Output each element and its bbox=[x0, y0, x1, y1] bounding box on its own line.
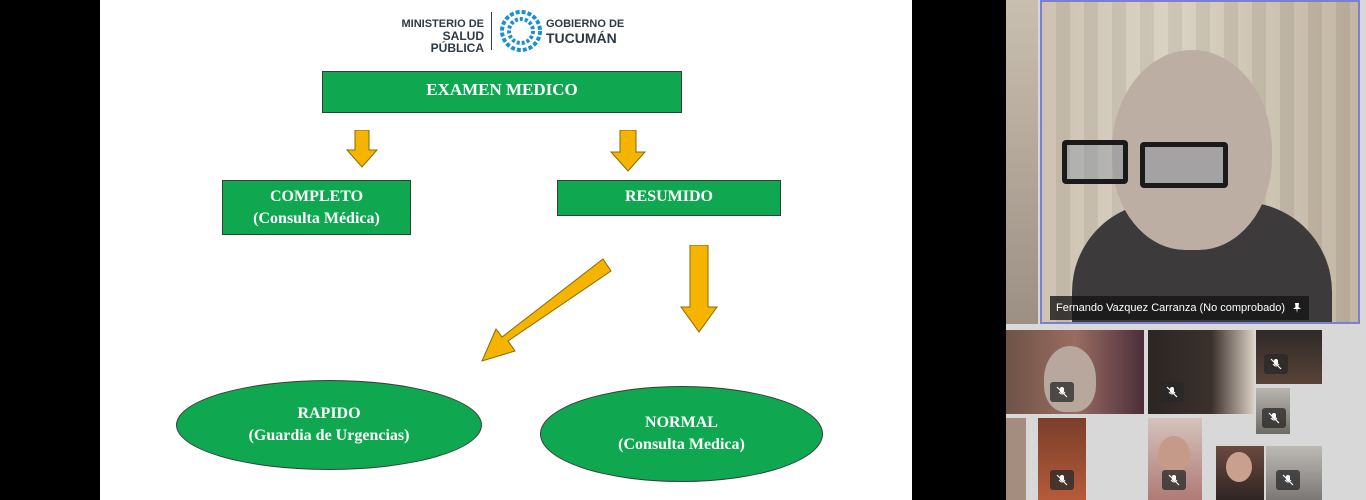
rapido-label: RAPIDO bbox=[297, 405, 361, 422]
mic-off-icon bbox=[1276, 470, 1300, 490]
completo-label: COMPLETO bbox=[269, 188, 364, 205]
logo-ministerio-line2: SALUD PÚBLICA bbox=[430, 29, 484, 55]
participant-video-partial bbox=[1006, 418, 1026, 500]
participant-thumbnail[interactable] bbox=[1038, 418, 1086, 500]
logo-gobierno: GOBIERNO DE TUCUMÁN bbox=[546, 18, 624, 46]
completo-sublabel: (Consulta Médica) bbox=[253, 210, 380, 227]
normal-sublabel: (Consulta Medica) bbox=[618, 436, 745, 453]
glasses-left bbox=[1062, 140, 1128, 184]
mic-off-icon bbox=[1050, 382, 1074, 402]
main-participant-video[interactable]: Fernando Vazquez Carranza (No comprobado… bbox=[1040, 0, 1360, 324]
mic-off-icon bbox=[1050, 470, 1074, 490]
arrow-diagonal-icon bbox=[481, 258, 612, 362]
arrow-down-icon bbox=[346, 130, 378, 168]
arrow-down-icon bbox=[610, 130, 646, 172]
participant-name-label: Fernando Vazquez Carranza (No comprobado… bbox=[1050, 296, 1310, 320]
resumido-box: RESUMIDO bbox=[557, 180, 781, 216]
participant-thumbnail[interactable] bbox=[1006, 330, 1144, 414]
thumbnail-face bbox=[1158, 436, 1190, 474]
participant-thumbnail[interactable] bbox=[1148, 418, 1202, 500]
examen-medico-box: EXAMEN MEDICO bbox=[322, 71, 682, 113]
participant-name: Fernando Vazquez Carranza (No comprobado… bbox=[1056, 302, 1286, 314]
normal-ellipse: NORMAL (Consulta Medica) bbox=[540, 386, 823, 482]
pin-icon[interactable] bbox=[1291, 302, 1303, 314]
logo-divider bbox=[491, 12, 492, 50]
resumido-label: RESUMIDO bbox=[624, 188, 713, 205]
completo-box: COMPLETO (Consulta Médica) bbox=[222, 180, 411, 235]
normal-label: NORMAL bbox=[645, 414, 718, 431]
mic-off-icon bbox=[1264, 354, 1288, 374]
participant-video-partial bbox=[1006, 0, 1038, 324]
logo-ministerio: MINISTERIO DE SALUD PÚBLICA bbox=[394, 18, 484, 54]
logo-gobierno-line1: GOBIERNO DE bbox=[546, 18, 625, 30]
arrow-down-icon bbox=[680, 245, 718, 333]
gobierno-emblem-icon bbox=[500, 10, 542, 52]
person-head bbox=[1112, 50, 1272, 250]
participant-thumbnail[interactable] bbox=[1256, 388, 1290, 434]
thumbnail-face bbox=[1044, 346, 1096, 412]
glasses-right bbox=[1140, 142, 1228, 188]
logo-gobierno-line2: TUCUMÁN bbox=[546, 30, 617, 46]
participant-thumbnail[interactable] bbox=[1256, 330, 1322, 384]
participant-thumbnail[interactable] bbox=[1148, 330, 1254, 414]
participant-thumbnail[interactable] bbox=[1216, 446, 1264, 500]
examen-medico-label: EXAMEN MEDICO bbox=[426, 80, 578, 99]
thumbnail-face bbox=[1226, 452, 1252, 482]
mic-off-icon bbox=[1262, 408, 1286, 428]
presentation-slide: MINISTERIO DE SALUD PÚBLICA GOBIERNO DE … bbox=[100, 0, 912, 500]
mic-off-icon bbox=[1162, 470, 1186, 490]
logo-ministerio-line1: MINISTERIO DE bbox=[401, 18, 484, 30]
participant-thumbnail[interactable] bbox=[1266, 446, 1322, 500]
participants-panel: Fernando Vazquez Carranza (No comprobado… bbox=[1006, 0, 1366, 500]
rapido-ellipse: RAPIDO (Guardia de Urgencias) bbox=[176, 380, 482, 470]
rapido-sublabel: (Guardia de Urgencias) bbox=[248, 427, 410, 444]
mic-off-icon bbox=[1160, 382, 1184, 402]
